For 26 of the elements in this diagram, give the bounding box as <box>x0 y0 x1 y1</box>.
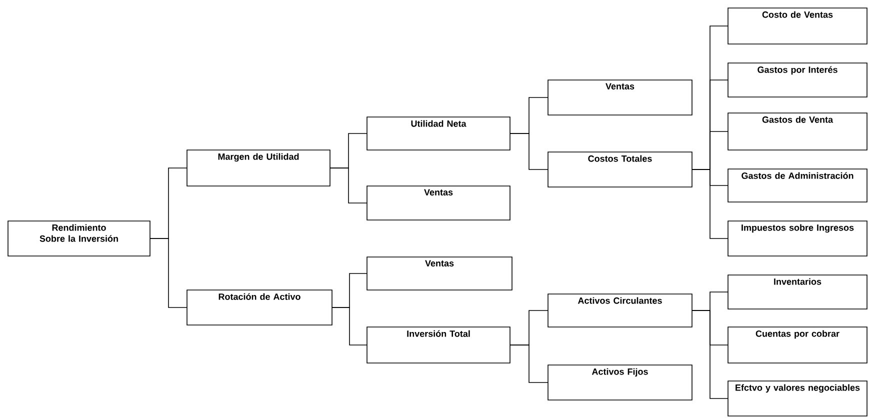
process-box: Impuestos sobre Ingresos <box>728 220 868 256</box>
process-box: Cuentas por cobrar <box>728 326 868 364</box>
process-box: Gastos por Interés <box>728 62 868 98</box>
process-box: Ventas <box>366 256 512 290</box>
process-box: Ventas <box>548 80 692 116</box>
connector-line <box>150 238 188 308</box>
process-box: Rendimiento Sobre la Inversión <box>8 220 150 256</box>
process-box: Gastos de Administración <box>728 168 868 202</box>
process-box: Ventas <box>366 186 510 220</box>
process-box: Inversión Total <box>366 326 510 364</box>
process-box: Activos Fijos <box>548 364 692 400</box>
connector-line <box>692 169 728 239</box>
process-box: Utilidad Neta <box>366 116 510 150</box>
process-box: Margen de Utilidad <box>186 150 330 186</box>
connector-line <box>332 307 368 346</box>
process-box: Costos Totales <box>548 152 692 188</box>
process-box: Costo de Ventas <box>728 8 868 44</box>
process-box: Activos Circulantes <box>548 294 692 328</box>
connector-line <box>330 168 368 204</box>
connector-line <box>510 133 548 170</box>
process-box: Gastos de Venta <box>728 112 868 150</box>
process-box: Rotación de Activo <box>186 290 332 326</box>
process-box: Efctvo y valores negociables <box>728 380 868 416</box>
process-box: Inventarios <box>728 274 868 310</box>
connector-line <box>510 344 548 383</box>
connector-line <box>692 310 728 399</box>
